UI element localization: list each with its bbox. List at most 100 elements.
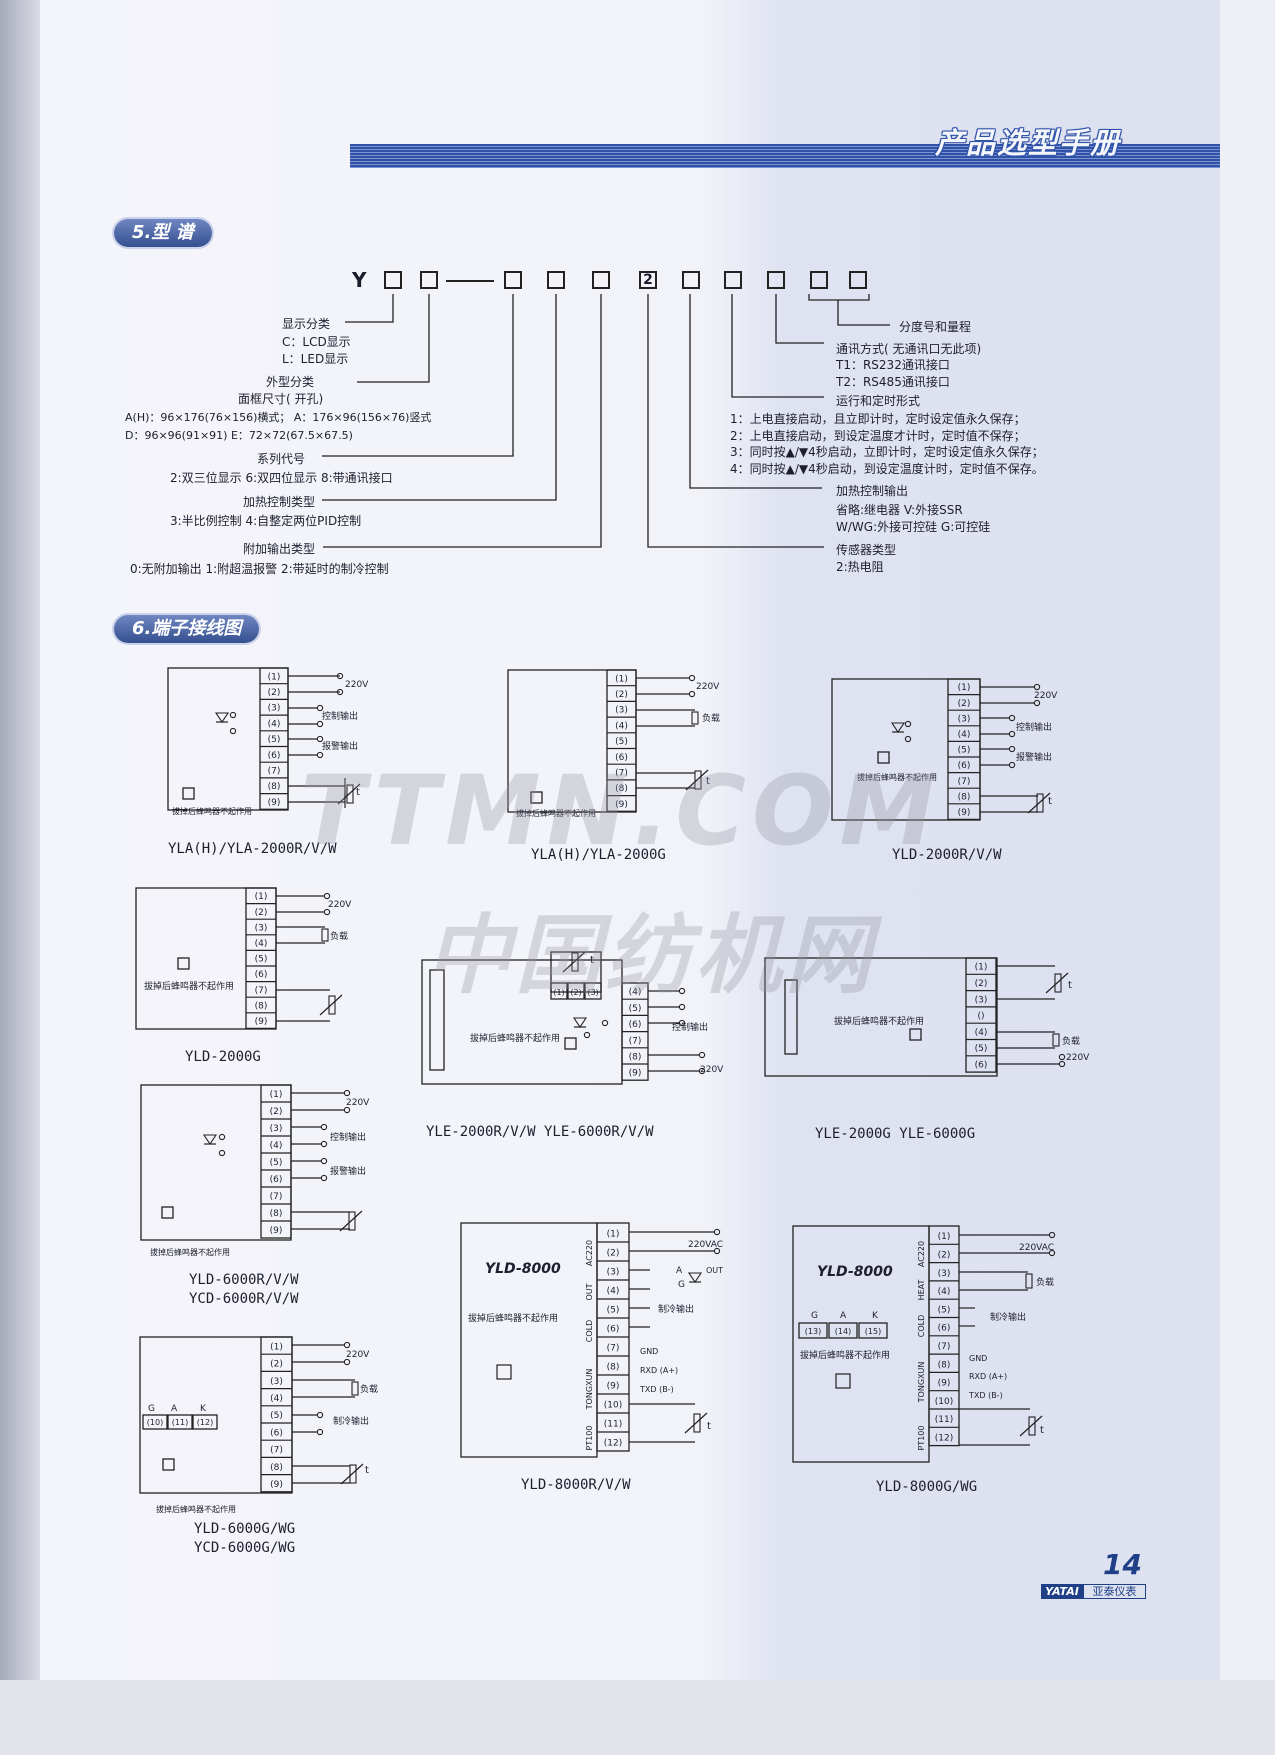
d7-case bbox=[140, 1084, 292, 1241]
d6-display-slot bbox=[784, 979, 798, 1055]
d9-gnd-label: GND bbox=[969, 1354, 987, 1363]
d8-group-label-4: PT100 bbox=[585, 1426, 594, 1451]
d6-terminal-2: (2) bbox=[975, 979, 988, 989]
caption-d10b: YCD-6000G/WG bbox=[194, 1540, 296, 1556]
d9-gak-terminal-14: (14) bbox=[835, 1327, 851, 1336]
d10-gak-terminal-12: (12) bbox=[197, 1418, 213, 1427]
d10-a-label: A bbox=[171, 1404, 178, 1414]
d8-cool-out-label: 制冷输出 bbox=[658, 1303, 694, 1315]
terminal-dot bbox=[713, 1247, 721, 1255]
rtd-icon bbox=[694, 770, 702, 790]
terminal-dot bbox=[1058, 1060, 1066, 1068]
terminal-dot bbox=[713, 1228, 721, 1236]
d8-terminal-8: (8) bbox=[607, 1363, 620, 1373]
caption-d1: YLA(H)/YLA-2000R/V/W bbox=[168, 841, 337, 857]
d9-terminal-4: (4) bbox=[938, 1287, 951, 1297]
watermark-line-2: 中国纺机网 bbox=[425, 906, 875, 1006]
d9-case bbox=[792, 1225, 930, 1463]
d2-terminal-9: (9) bbox=[615, 800, 628, 810]
label-display-c: C：LCD显示 bbox=[282, 335, 351, 349]
terminal-dot bbox=[904, 735, 912, 743]
d5-t-label: t bbox=[590, 955, 594, 966]
d3-terminal-5: (5) bbox=[958, 746, 971, 756]
d1-alarm-out-label: 报警输出 bbox=[322, 740, 358, 752]
code-dash bbox=[446, 280, 494, 282]
label-run-3: 3：同时按▲/▼4秒启动，立即计时，定时设定值永久保存； bbox=[730, 445, 1044, 459]
terminal-dot bbox=[343, 1358, 351, 1366]
d9-buzzer-icon bbox=[835, 1373, 851, 1389]
terminal-dot bbox=[320, 1174, 328, 1182]
d4-terminal-4: (4) bbox=[255, 939, 268, 949]
caption-d8: YLD-8000R/V/W bbox=[521, 1477, 631, 1493]
d3-220v-label: 220V bbox=[1034, 691, 1058, 701]
terminal-dot bbox=[218, 1133, 226, 1141]
rtd-icon bbox=[1054, 973, 1062, 993]
d10-terminal-6: (6) bbox=[270, 1428, 283, 1438]
terminal-dot bbox=[316, 1428, 324, 1436]
d3-t-label: t bbox=[1048, 796, 1052, 807]
terminal-dot bbox=[316, 751, 324, 759]
d1-terminal-9: (9) bbox=[268, 798, 281, 808]
d9-terminal-12: (12) bbox=[935, 1433, 953, 1443]
label-run-2: 2：上电直接启动，到设定温度才计时，定时值不保存； bbox=[730, 429, 1026, 443]
d8-rxd-label: RXD (A+) bbox=[640, 1366, 678, 1375]
terminal-dot bbox=[1048, 1249, 1056, 1257]
rtd-arrow bbox=[1019, 1415, 1043, 1437]
d9-gak-terminal bbox=[858, 1322, 888, 1339]
terminal-dot bbox=[1008, 730, 1016, 738]
d2-terminal-block bbox=[606, 669, 637, 812]
caption-d3: YLD-2000R/V/W bbox=[892, 847, 1002, 863]
caption-d6: YLE-2000G YLE-6000G bbox=[815, 1126, 976, 1142]
d1-terminal-5: (5) bbox=[268, 735, 281, 745]
d6-terminal-3: (3) bbox=[975, 995, 988, 1005]
d8-t-label: t bbox=[707, 1421, 711, 1432]
terminal-dot bbox=[316, 704, 324, 712]
d6-load-label: 负载 bbox=[1062, 1035, 1080, 1047]
d10-terminal-9: (9) bbox=[270, 1480, 283, 1490]
thyristor-icon bbox=[214, 712, 230, 723]
d10-terminal-1: (1) bbox=[270, 1342, 283, 1352]
d9-a-label: A bbox=[840, 1311, 847, 1321]
d5-top-terminal-2: (2) bbox=[570, 988, 581, 997]
code-box-range-1 bbox=[810, 271, 828, 289]
label-run-4: 4：同时按▲/▼4秒启动，到设定温度计时，定时值不保存。 bbox=[730, 462, 1044, 476]
d2-t-label: t bbox=[706, 776, 710, 787]
d7-terminal-4: (4) bbox=[270, 1141, 283, 1151]
label-aux: 附加输出类型 bbox=[243, 542, 316, 556]
label-heat-type: 加热控制类型 bbox=[243, 495, 316, 509]
d10-220v-label: 220V bbox=[346, 1350, 370, 1360]
terminal-dot bbox=[343, 1089, 351, 1097]
d6-220v-label: 220V bbox=[1066, 1053, 1090, 1063]
d7-ctrl-out-label: 控制输出 bbox=[330, 1131, 366, 1143]
terminal-dot bbox=[229, 711, 237, 719]
code-box-heat-out bbox=[682, 271, 700, 289]
code-box-heat-type bbox=[547, 271, 565, 289]
d5-terminal-5: (5) bbox=[629, 1004, 642, 1014]
terminal-dot bbox=[336, 672, 344, 680]
terminal-dot bbox=[1058, 1053, 1066, 1061]
terminal-dot bbox=[1008, 714, 1016, 722]
d8-terminal-1: (1) bbox=[607, 1230, 620, 1240]
d9-buzzer-label: 拔掉后蜂鸣器不起作用 bbox=[800, 1349, 890, 1361]
d2-terminal-4: (4) bbox=[615, 721, 628, 731]
label-run-1: 1：上电直接启动，且立即计时，定时设定值永久保存； bbox=[730, 412, 1026, 426]
d9-model-label: YLD-8000 bbox=[817, 1264, 893, 1280]
d9-txd-label: TXD (B-) bbox=[968, 1391, 1003, 1400]
d10-gak-terminal bbox=[192, 1414, 218, 1430]
code-box-series bbox=[504, 271, 522, 289]
label-shape-d: D：96×96(91×91) E：72×72(67.5×67.5) bbox=[125, 429, 353, 442]
thyristor-icon bbox=[890, 722, 906, 733]
label-heat-out-1: 省略:继电器 V:外接SSR bbox=[836, 503, 963, 517]
d8-group-label-3: TONGXUN bbox=[585, 1369, 594, 1411]
d9-group-label-0: AC220 bbox=[917, 1241, 926, 1267]
d10-g-label: G bbox=[148, 1404, 155, 1414]
d3-buzzer-label-1: 拔掉后蜂鸣器不起作用 bbox=[857, 772, 937, 782]
d6-load-icon bbox=[1052, 1033, 1060, 1047]
caption-d7a: YLD-6000R/V/W bbox=[189, 1272, 299, 1288]
label-display: 显示分类 bbox=[282, 317, 331, 331]
d9-t-label: t bbox=[1040, 1425, 1044, 1436]
d7-alarm-out-label: 报警输出 bbox=[330, 1165, 366, 1177]
d1-terminal-4: (4) bbox=[268, 719, 281, 729]
d2-terminal-8: (8) bbox=[615, 784, 628, 794]
